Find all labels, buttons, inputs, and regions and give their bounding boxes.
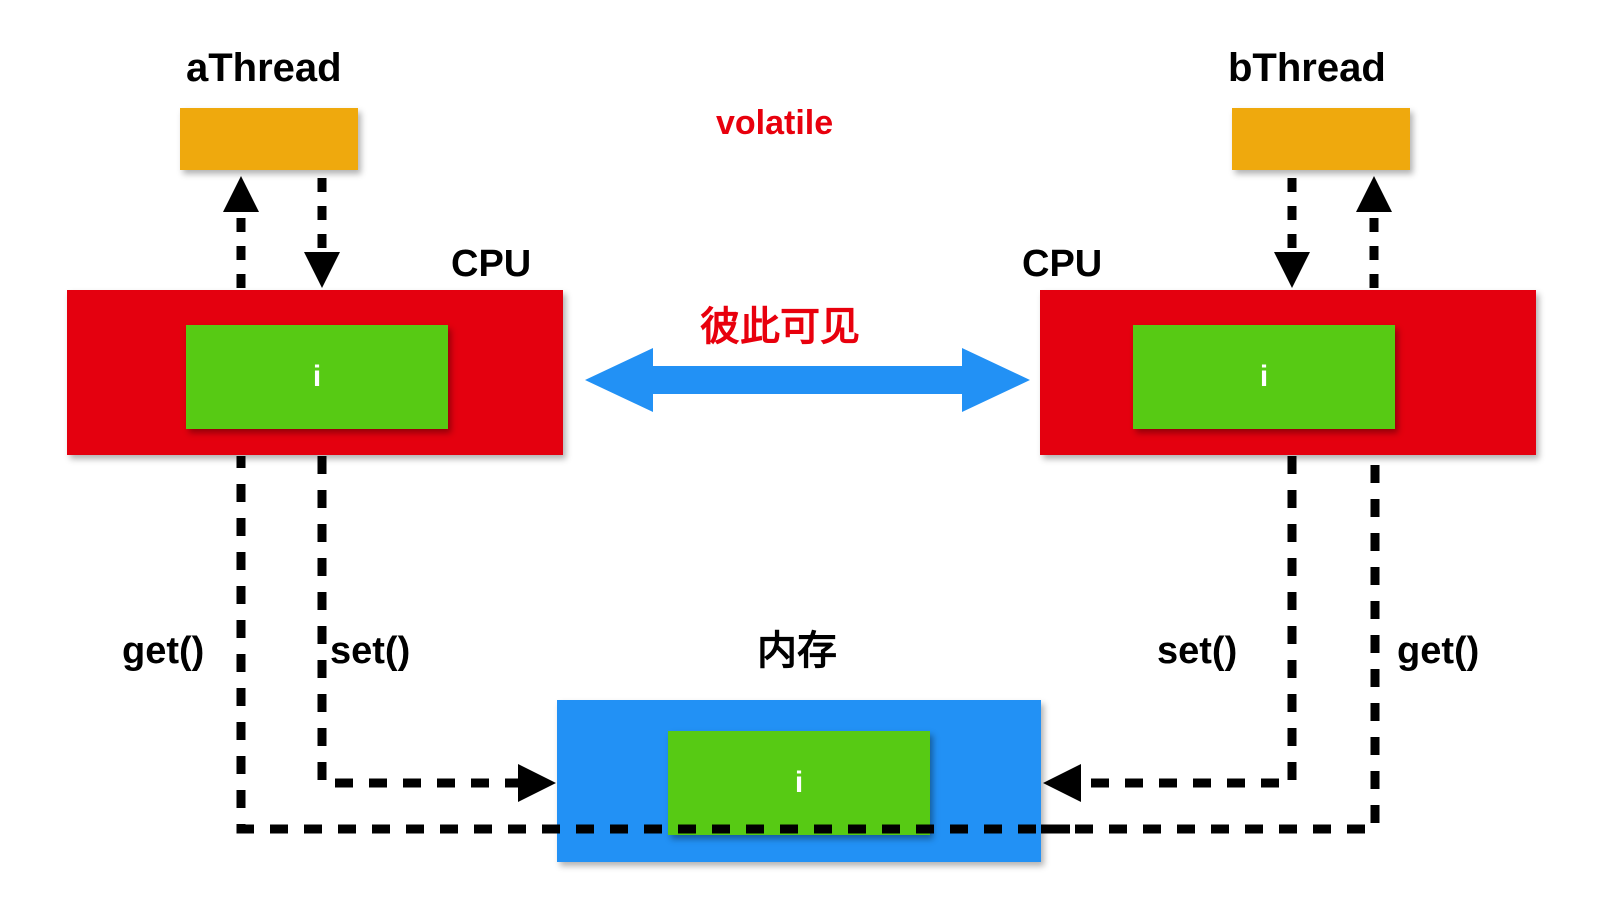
- left-cpu-variable-label: i: [312, 360, 322, 393]
- right-cpu-variable-box: i: [1133, 325, 1395, 429]
- left-cpu-variable-box: i: [186, 325, 448, 429]
- right-cpu-variable-label: i: [1259, 360, 1269, 393]
- volatile-label: volatile: [716, 104, 834, 142]
- memory-title: 内存: [757, 629, 837, 673]
- left-cpu-title: CPU: [451, 243, 532, 285]
- right-cpu-title: CPU: [1022, 243, 1103, 285]
- right-set-label: set(): [1157, 630, 1238, 672]
- visibility-label: 彼此可见: [700, 305, 860, 349]
- left-get-up-arrow: [223, 176, 259, 288]
- athread-title: aThread: [186, 46, 342, 90]
- right-set-to-memory-arrow: [1043, 456, 1297, 802]
- athread-box: [180, 108, 358, 170]
- memory-variable-box: i: [668, 731, 930, 835]
- bthread-title: bThread: [1228, 46, 1386, 90]
- right-set-down-arrow: [1274, 178, 1310, 288]
- right-get-up-arrow: [1356, 176, 1392, 288]
- memory-variable-label: i: [794, 766, 804, 799]
- bthread-box: [1232, 108, 1410, 170]
- left-get-label: get(): [122, 630, 205, 672]
- left-set-down-arrow: [304, 178, 340, 288]
- left-set-label: set(): [330, 630, 411, 672]
- right-get-label: get(): [1397, 630, 1480, 672]
- mutual-visibility-double-arrow: [585, 348, 1030, 412]
- left-set-to-memory-arrow: [317, 456, 556, 802]
